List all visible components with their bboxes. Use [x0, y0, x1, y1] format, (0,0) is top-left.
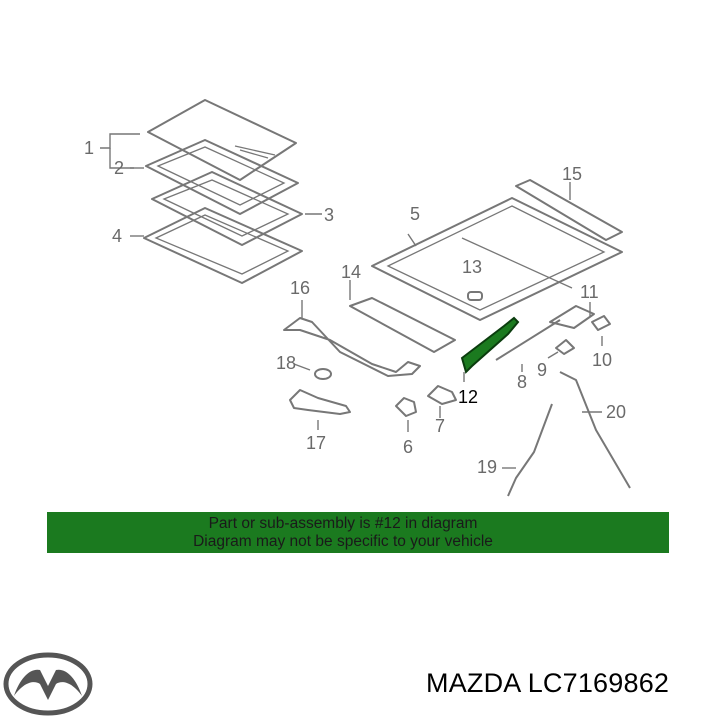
sunroof-parts-diagram: 1 2 3 4 5 6 7 8 9 10 11 12 13 14 15 16 1…: [84, 99, 631, 497]
callout-20: 20: [606, 402, 626, 422]
banner-line-2: Diagram may not be specific to your vehi…: [193, 533, 493, 550]
callout-16: 16: [290, 278, 310, 298]
slider-shoe: [427, 385, 457, 405]
clip: [314, 368, 332, 380]
callout-18: 18: [276, 353, 296, 373]
callout-9: 9: [537, 360, 547, 380]
callout-3: 3: [324, 205, 334, 225]
banner-line-1: Part or sub-assembly is #12 in diagram: [208, 515, 478, 532]
callout-14: 14: [341, 262, 361, 282]
bracket-11: [549, 305, 595, 329]
callout-6: 6: [403, 437, 413, 457]
part-number: MAZDA LC7169862: [426, 668, 670, 698]
drain-hose-rear: [559, 371, 631, 489]
callout-7: 7: [435, 416, 445, 436]
callout-5: 5: [410, 204, 420, 224]
mazda-logo: [3, 652, 93, 716]
guide-rail-assembly: [283, 317, 421, 377]
callout-19: 19: [477, 457, 497, 477]
highlighted-part-12: [460, 316, 520, 374]
callout-10: 10: [592, 350, 612, 370]
callout-1: 1: [84, 138, 94, 158]
glass-frame: [151, 171, 303, 246]
bracket-10: [591, 315, 611, 331]
sunshade-rail: [515, 179, 623, 241]
bracket: [289, 389, 351, 415]
drain-hose-front: [507, 403, 553, 497]
callout-13: 13: [462, 257, 482, 277]
callout-15: 15: [562, 164, 582, 184]
callout-17: 17: [306, 433, 326, 453]
sunroof-frame: [371, 197, 623, 321]
fitment-notice-banner: Part or sub-assembly is #12 in diagram D…: [47, 512, 669, 553]
glass-weatherstrip: [145, 139, 299, 215]
glass-seal: [143, 207, 303, 284]
callout-11: 11: [580, 282, 599, 302]
callout-12: 12: [458, 387, 478, 407]
side-rail: [349, 297, 456, 353]
bracket-9: [555, 339, 575, 355]
callout-8: 8: [517, 372, 527, 392]
guide-block: [395, 397, 417, 417]
link-rod: [495, 319, 561, 361]
callout-2: 2: [114, 158, 124, 178]
bolt: [467, 291, 483, 301]
glass-panel: [147, 99, 297, 181]
callout-4: 4: [112, 226, 122, 246]
